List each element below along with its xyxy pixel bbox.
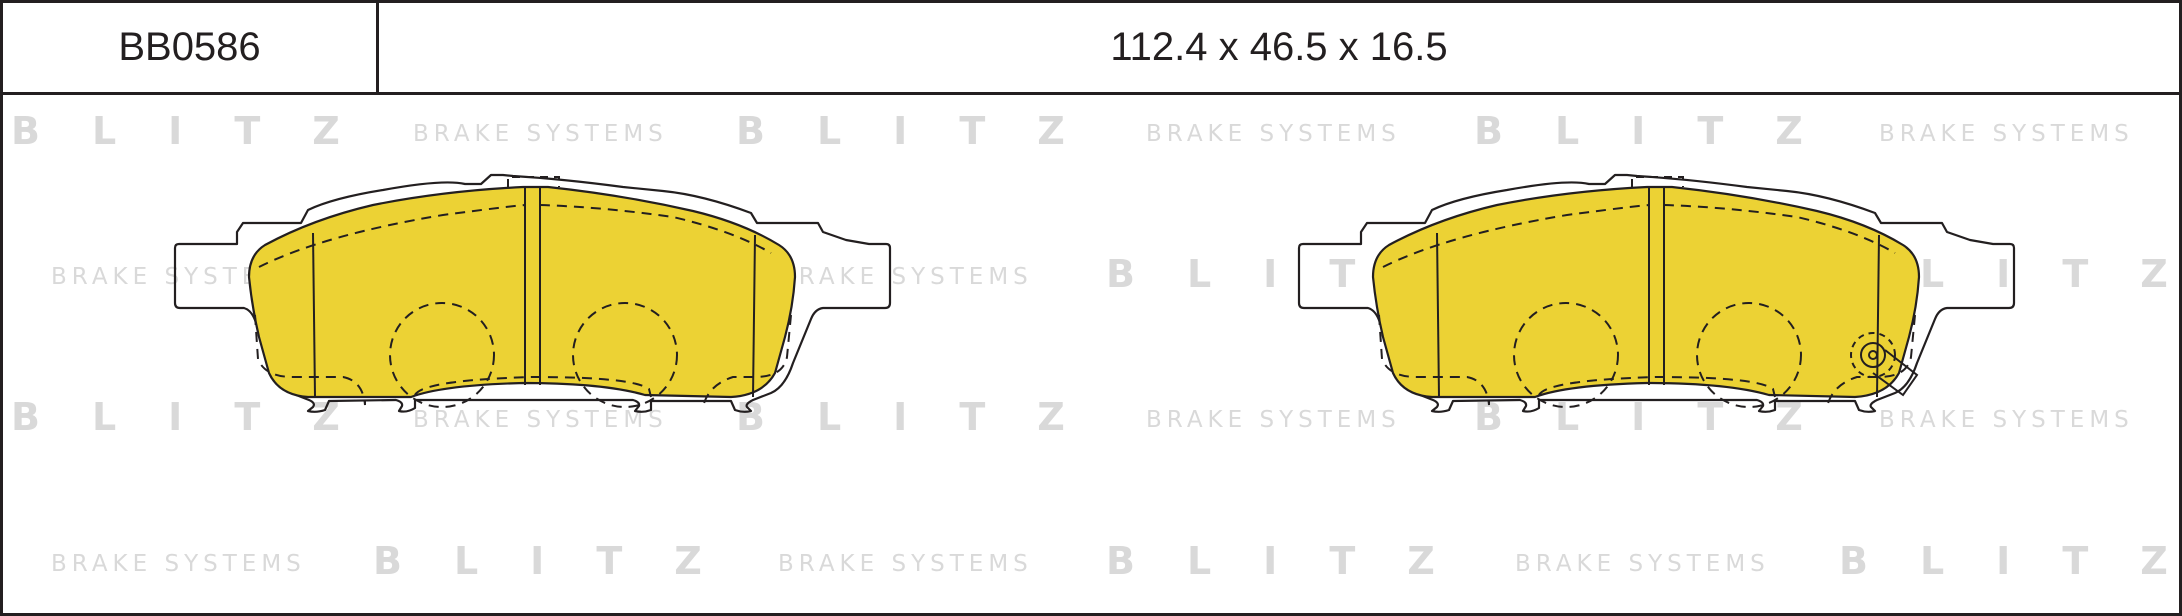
watermark-tagline: BRAKE SYSTEMS (413, 121, 668, 147)
watermark-tagline: BRAKE SYSTEMS (1879, 121, 2134, 147)
friction-material (247, 185, 797, 399)
watermark-tagline: BRAKE SYSTEMS (778, 551, 1033, 577)
watermark-tagline: BRAKE SYSTEMS (1879, 407, 2134, 433)
part-code: BB0586 (3, 3, 379, 92)
brake-pad-left (173, 173, 892, 413)
friction-material (1371, 185, 1921, 399)
dashed-hole-right (572, 302, 678, 408)
watermark-brand: BLITZ (11, 109, 392, 153)
watermark-tagline: BRAKE SYSTEMS (51, 551, 306, 577)
watermark-brand: BLITZ (1474, 109, 1855, 153)
watermark-row-4: BRAKE SYSTEMS BLITZ BRAKE SYSTEMS BLITZ … (51, 539, 2179, 583)
watermark-tagline: BRAKE SYSTEMS (1146, 407, 1401, 433)
watermark-brand: BLITZ (373, 539, 754, 583)
watermark-tagline: BRAKE SYSTEMS (413, 407, 668, 433)
watermark-brand: BLITZ (11, 395, 392, 439)
watermark-brand: BLITZ (1474, 395, 1855, 439)
watermark-brand: BLITZ (736, 395, 1117, 439)
dashed-hole-right (1696, 302, 1802, 408)
watermark-tagline: BRAKE SYSTEMS (1515, 551, 1770, 577)
header-table: BB0586 112.4 x 46.5 x 16.5 (3, 3, 2179, 95)
dashed-hole-left (1513, 302, 1619, 408)
dashed-hole-left (389, 302, 495, 408)
wear-sensor-icon (1850, 332, 1919, 397)
brake-pad-drawing: BLITZ BRAKE SYSTEMS BLITZ BRAKE SYSTEMS … (11, 109, 2179, 583)
watermark-brand: BLITZ (1106, 539, 1487, 583)
watermark-tagline: BRAKE SYSTEMS (1146, 121, 1401, 147)
watermark-row-3: BLITZ BRAKE SYSTEMS BLITZ BRAKE SYSTEMS … (11, 395, 2134, 439)
watermark-brand: BLITZ (736, 109, 1117, 153)
watermark-brand: BLITZ (1839, 539, 2179, 583)
watermark-row-1: BLITZ BRAKE SYSTEMS BLITZ BRAKE SYSTEMS … (11, 109, 2134, 153)
brake-pad-right (1297, 173, 2016, 413)
part-dimensions: 112.4 x 46.5 x 16.5 (1110, 25, 1448, 69)
watermark-tagline: BRAKE SYSTEMS (778, 264, 1033, 290)
